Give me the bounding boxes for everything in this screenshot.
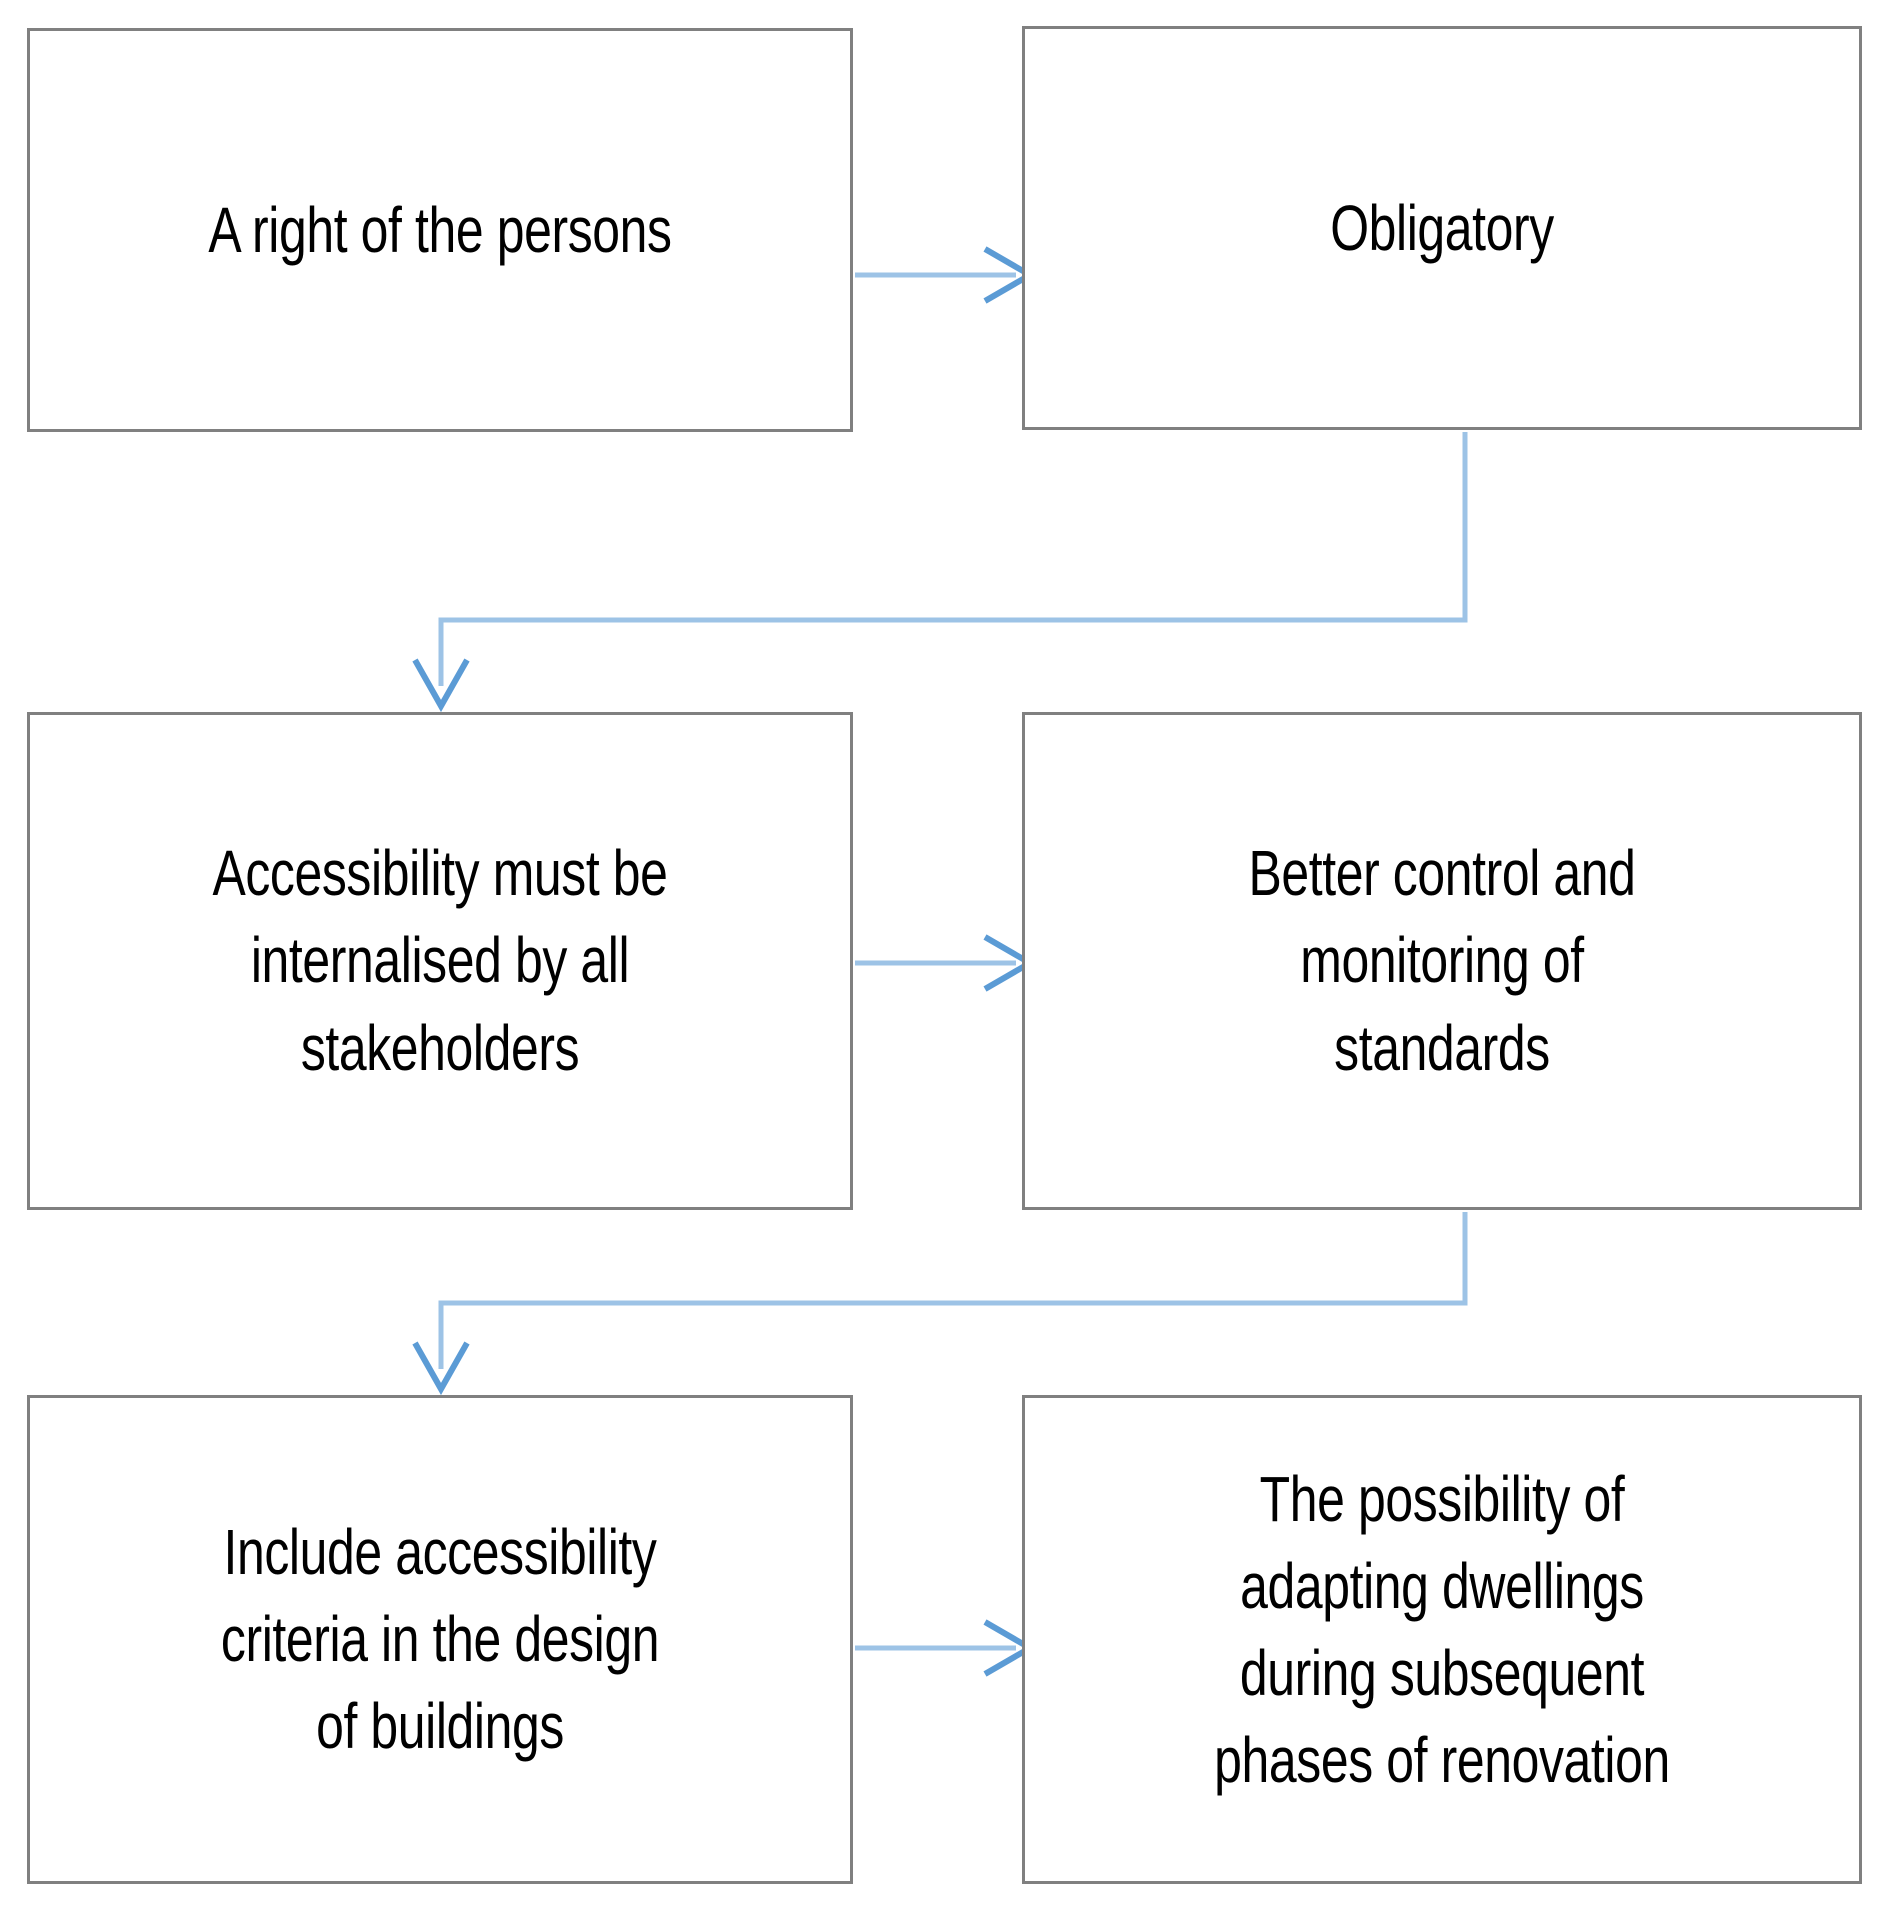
node-box-include-accessibility-criteria[interactable]: Include accessibility criteria in the de… — [27, 1395, 853, 1884]
node-box-possibility-adapting-dwellings[interactable]: The possibility of adapting dwellings du… — [1022, 1395, 1862, 1884]
edge-node4-to-node5 — [412, 1212, 1468, 1396]
edge-node2-to-node3 — [412, 432, 1468, 713]
node-label: Obligatory — [1330, 191, 1554, 264]
edge-node1-to-node2 — [855, 246, 1036, 304]
node-label: Accessibility must be internalised by al… — [212, 837, 668, 1084]
node-label: Include accessibility criteria in the de… — [220, 1515, 660, 1763]
node-label: Better control and monitoring of standar… — [1248, 837, 1636, 1084]
node-box-obligatory[interactable]: Obligatory — [1022, 26, 1862, 430]
edge-node3-to-node4 — [855, 934, 1036, 992]
node-box-accessibility-internalised[interactable]: Accessibility must be internalised by al… — [27, 712, 853, 1210]
node-label: The possibility of adapting dwellings du… — [1214, 1463, 1670, 1797]
edge-node5-to-node6 — [855, 1619, 1036, 1677]
node-label: A right of the persons — [208, 193, 672, 266]
node-box-better-control-monitoring[interactable]: Better control and monitoring of standar… — [1022, 712, 1862, 1210]
node-box-a-right-of-the-persons[interactable]: A right of the persons — [27, 28, 853, 432]
